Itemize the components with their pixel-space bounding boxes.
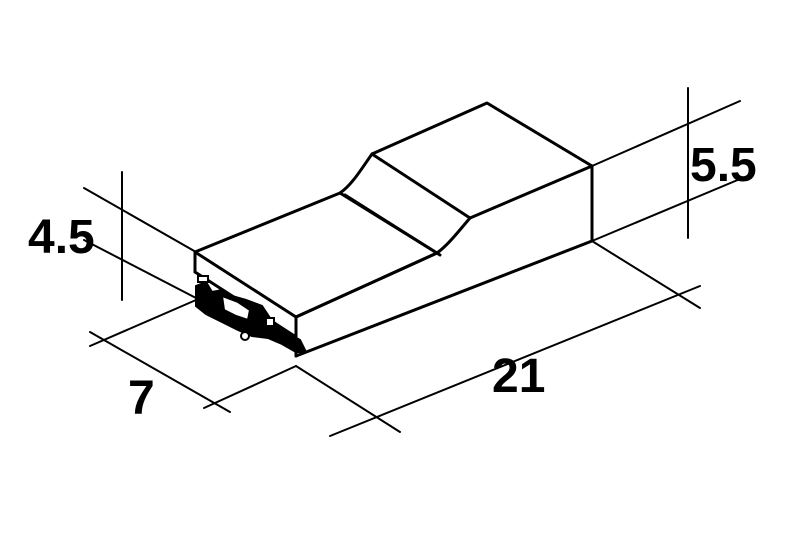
dim-4_5-ext-top <box>83 187 197 253</box>
dim-label-body-height: 4.5 <box>28 211 95 264</box>
dim-label-width: 7 <box>128 372 155 425</box>
dim-5_5-ext-top <box>591 100 741 167</box>
taper-crease <box>370 152 472 220</box>
taper-slope-right <box>435 216 472 255</box>
dim-label-end-height: 5.5 <box>690 139 757 192</box>
dim-4_5-ext-bottom <box>83 239 197 299</box>
terminal-dimple <box>240 331 250 341</box>
dim-21-ext-right <box>591 240 701 309</box>
dim-7-ext-right <box>203 365 297 409</box>
dim-7-line <box>89 331 231 413</box>
dim-label-length: 21 <box>492 350 545 403</box>
taper-mid-crease <box>343 193 442 257</box>
terminal-opening <box>195 275 308 353</box>
terminal-slot <box>220 294 252 322</box>
dimension-labels: 4.5 7 21 5.5 <box>28 139 757 425</box>
terminal-contact <box>195 280 308 353</box>
dim-21-line <box>329 285 701 437</box>
bottom-long-edge <box>294 239 594 358</box>
dim-7-ext-left <box>89 299 197 347</box>
lower-front-top-edge <box>193 250 298 319</box>
terminal-tab-right <box>265 317 275 327</box>
dim-5_5-ext-bottom <box>591 178 741 242</box>
upper-top-face <box>370 101 594 220</box>
taper-slope <box>338 152 374 195</box>
side-long-edge <box>294 251 439 319</box>
dim-21-ext-left <box>295 365 401 433</box>
dimension-lines <box>83 87 741 437</box>
terminal-tab-left <box>197 275 209 283</box>
